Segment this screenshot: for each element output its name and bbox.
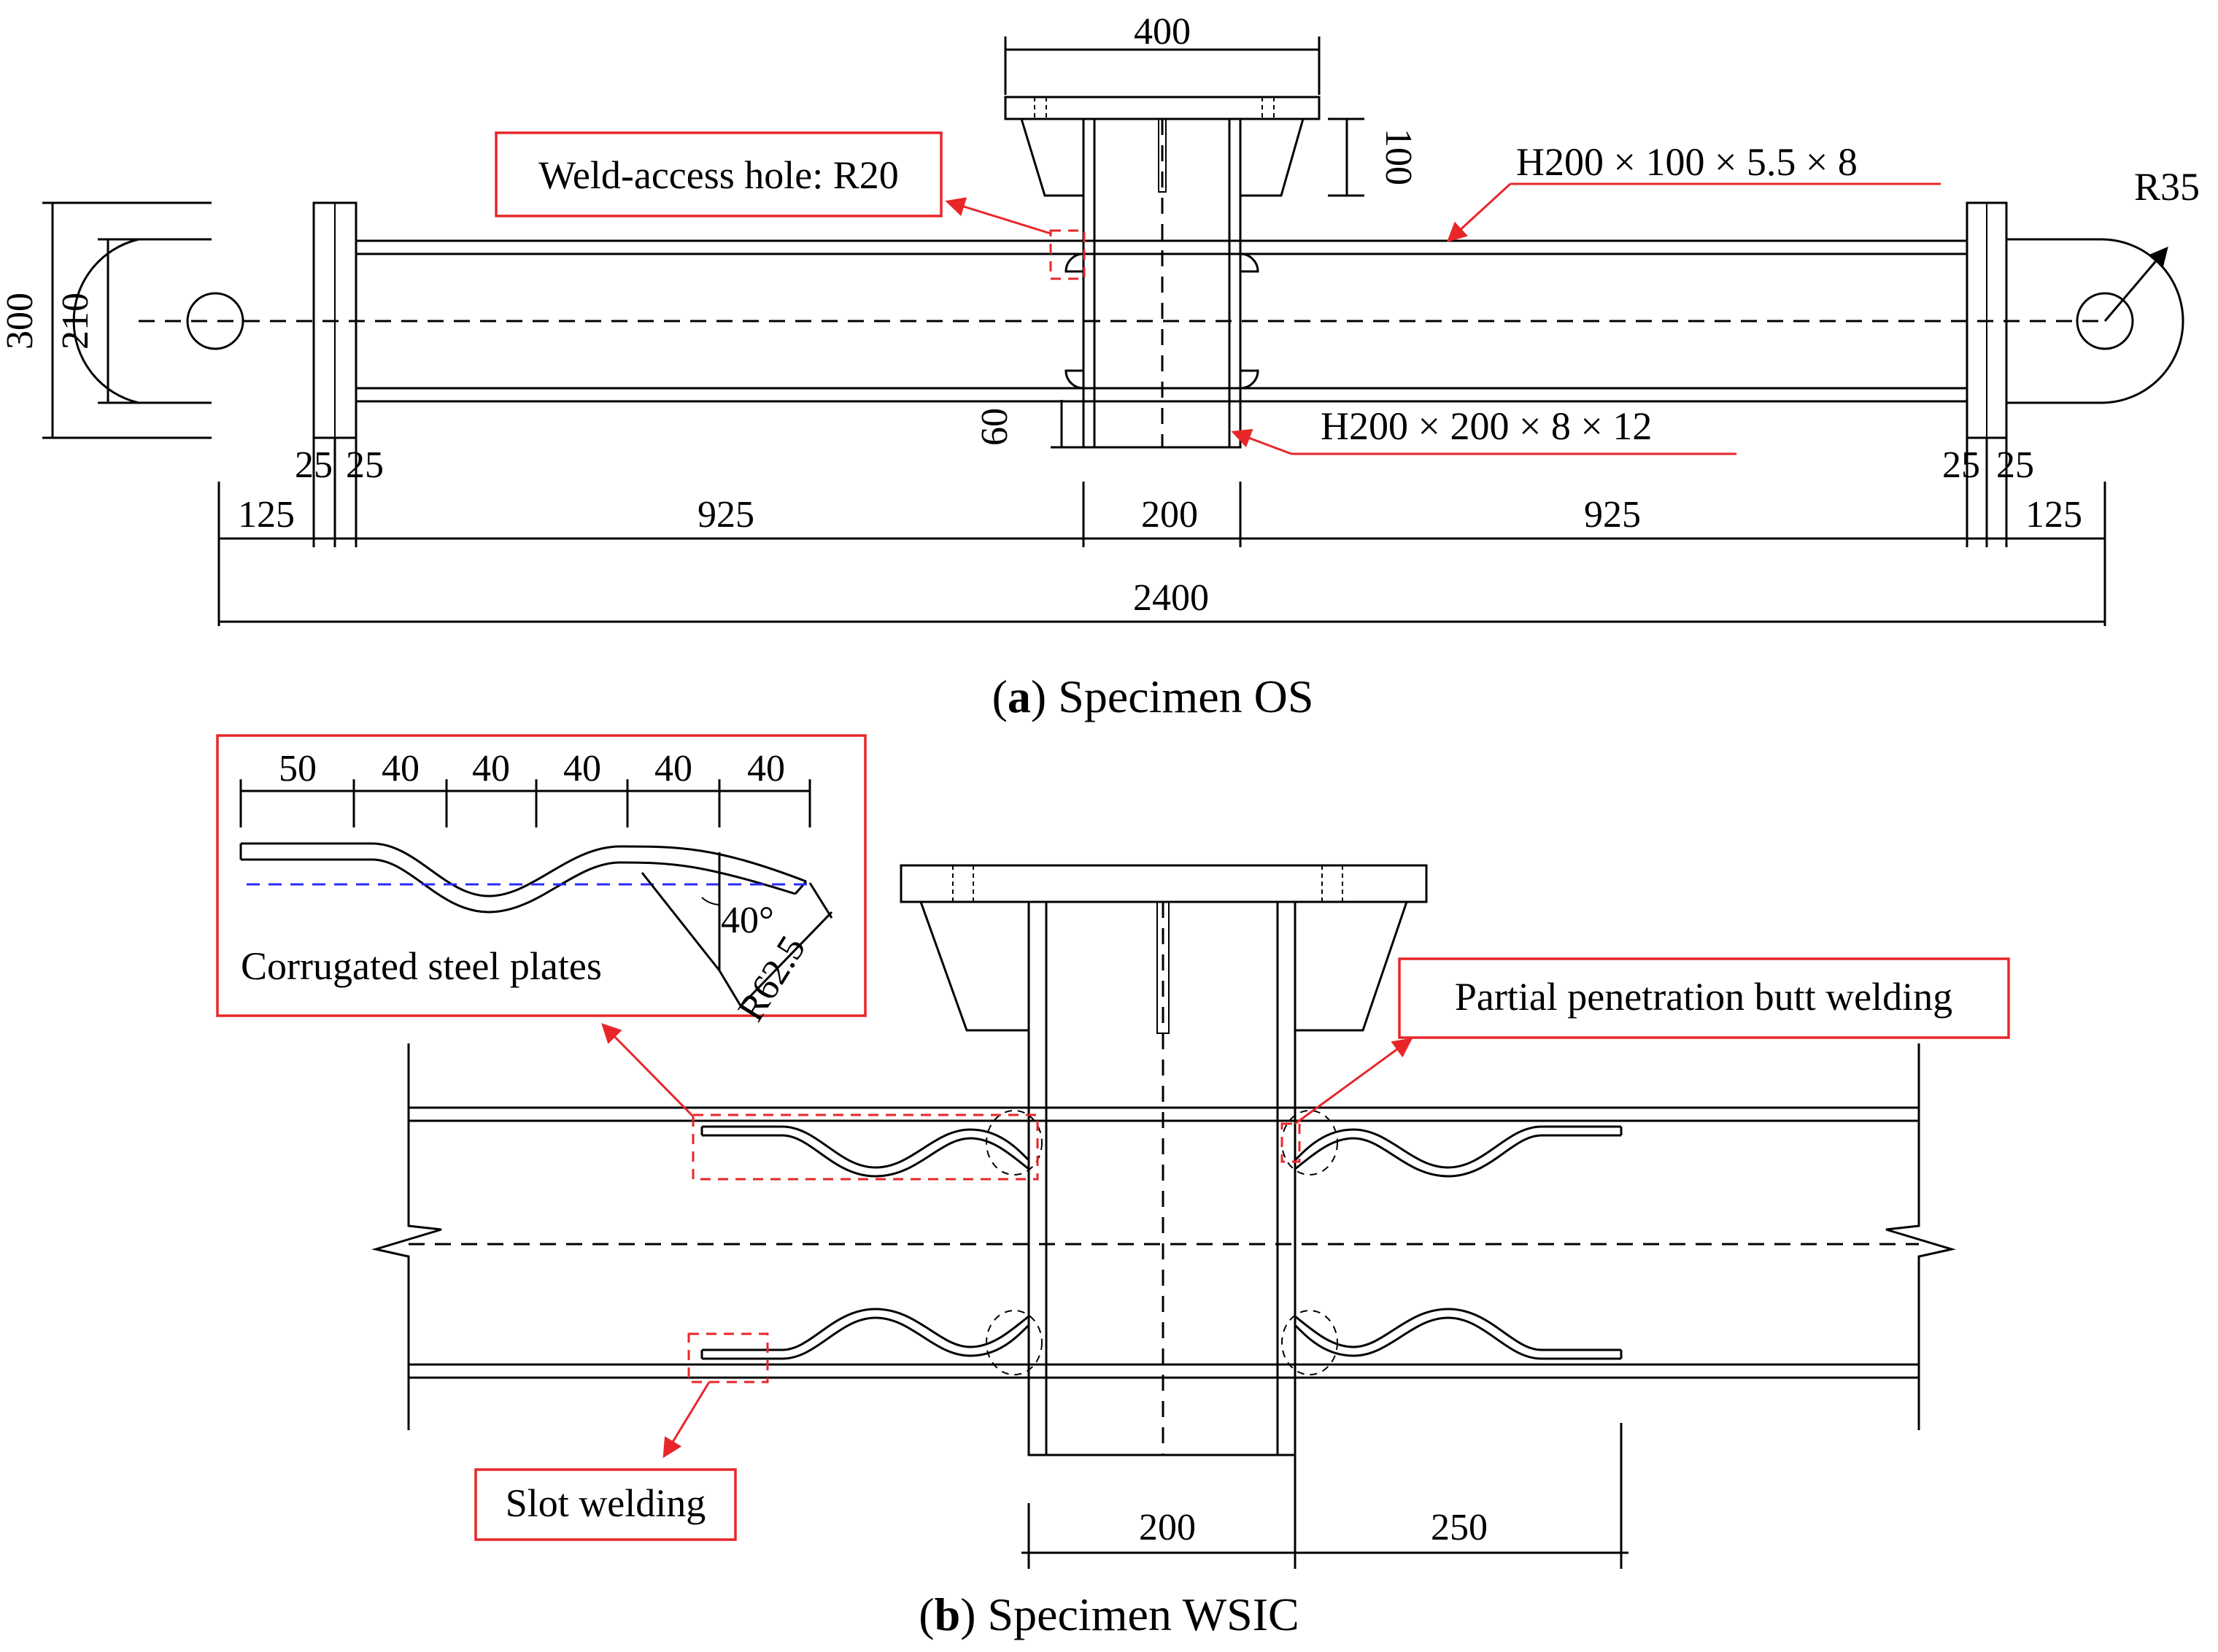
- butt-weld-label: Partial penetration butt welding: [1455, 975, 1952, 1019]
- top-plate-b: [900, 864, 1428, 903]
- dimensions-a: 400 100 300 210 60 25 25 25 25: [0, 11, 2106, 626]
- dim-total: 2400: [1133, 577, 1209, 619]
- corrugated-highlight: [692, 1113, 1039, 1181]
- callout-pin-radius: R35: [2103, 165, 2200, 322]
- left-haunch: [1020, 118, 1083, 197]
- column-stub-b: [900, 864, 1428, 1456]
- column-stub-a: [1004, 96, 1321, 449]
- inset-spacing-5: 40: [654, 748, 692, 790]
- dimensions-b: 200 250: [1021, 1423, 1628, 1569]
- right-pin-hole: [2076, 292, 2134, 350]
- dim-hole-depth: 60: [974, 408, 1016, 446]
- dim-seg-r-end: 125: [2025, 494, 2082, 536]
- dim-seg-l-beam: 925: [698, 494, 754, 536]
- dim-plate-r1: 25: [1942, 444, 1980, 486]
- inset-angle: 40°: [721, 900, 774, 941]
- caption-b-text: Specimen WSIC: [976, 1589, 1299, 1640]
- dim-seg-r-beam: 925: [1584, 494, 1641, 536]
- corrugated-plates: [700, 1110, 1623, 1375]
- dim-stub-height: 100: [1377, 128, 1419, 185]
- caption-a-letter: a: [1008, 671, 1031, 722]
- butt-weld-highlight: [1280, 1122, 1301, 1163]
- left-pin-hole: [186, 292, 244, 350]
- callout-weld-access: Weld-access hole: R20: [495, 131, 1051, 235]
- slot-weld-highlight: [687, 1332, 769, 1383]
- callout-beam-section: H200 × 100 × 5.5 × 8: [1447, 140, 1941, 242]
- inset-corrugated: 50 40 40 40 40 40 40° R62.5 Corrugated s…: [216, 734, 867, 1029]
- dim-plate-r2: 25: [1996, 444, 2034, 486]
- caption-a: (a) Specimen OS: [992, 671, 1314, 722]
- panel-a: Weld-access hole: R20 H200 × 100 × 5.5 ×…: [0, 11, 2200, 722]
- inset-spacing-2: 40: [382, 748, 420, 790]
- beam-section-label: H200 × 100 × 5.5 × 8: [1516, 140, 1858, 184]
- inset-spacing-1: 50: [279, 748, 317, 790]
- panel-b: 50 40 40 40 40 40 40° R62.5 Corrugated s…: [216, 734, 2010, 1640]
- dim-col-width: 200: [1139, 1507, 1196, 1548]
- right-haunch-b: [1295, 901, 1408, 1032]
- beam-a: [139, 239, 2109, 403]
- slot-weld-label: Slot welding: [506, 1481, 706, 1525]
- callout-column-section: H200 × 200 × 8 × 12: [1231, 404, 1736, 455]
- top-plate: [1004, 96, 1321, 120]
- callout-butt-weld: Partial penetration butt welding: [1294, 957, 2010, 1125]
- caption-a-text: Specimen OS: [1046, 671, 1313, 722]
- dim-plate-l2: 25: [346, 444, 384, 486]
- column-section-label: H200 × 200 × 8 × 12: [1321, 404, 1652, 448]
- weld-access-label: Weld-access hole: R20: [538, 153, 899, 197]
- callout-slot-weld: Slot welding: [474, 1381, 737, 1541]
- dim-top-width: 400: [1134, 11, 1191, 53]
- weld-access-highlight: [1049, 229, 1086, 280]
- left-haunch-b: [919, 901, 1029, 1032]
- inset-spacing-6: 40: [747, 748, 785, 790]
- inset-title: Corrugated steel plates: [241, 944, 602, 988]
- dim-plate-len: 250: [1431, 1507, 1488, 1548]
- right-pin-lug: [1966, 201, 2184, 439]
- inset-spacing-4: 40: [563, 748, 601, 790]
- dim-seg-col: 200: [1141, 494, 1198, 536]
- pin-radius-label: R35: [2134, 165, 2200, 209]
- dim-height-total: 300: [0, 293, 41, 350]
- dim-height-inner: 210: [55, 293, 96, 350]
- caption-b: (b) Specimen WSIC: [919, 1589, 1299, 1640]
- inset-arrow: [601, 1023, 695, 1118]
- right-haunch: [1240, 118, 1305, 197]
- inset-spacing-3: 40: [472, 748, 510, 790]
- dim-seg-l-end: 125: [238, 494, 295, 536]
- caption-b-letter: b: [935, 1589, 961, 1640]
